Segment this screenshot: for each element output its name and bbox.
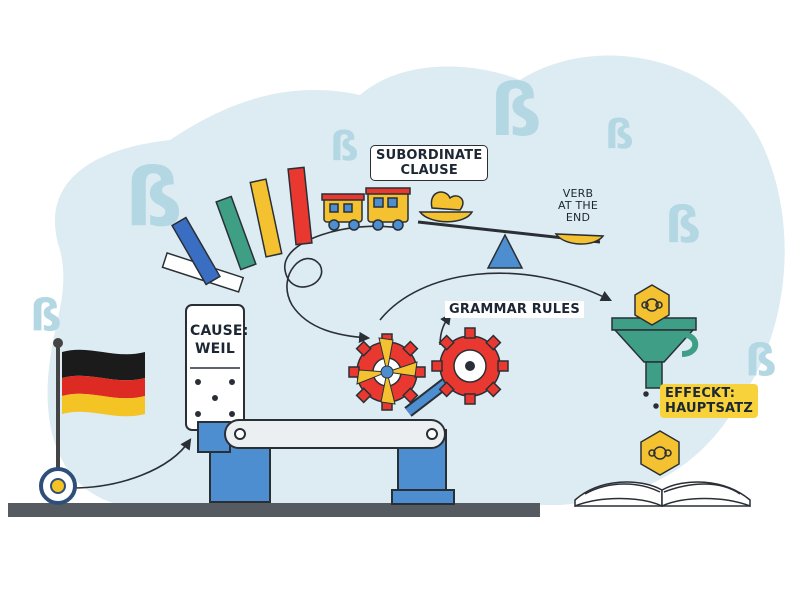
coin-icon (634, 284, 670, 326)
toy-train-icon (321, 187, 411, 231)
domino-card-icon (185, 304, 245, 431)
windmill-blades-icon (356, 337, 418, 405)
conveyor-machine-icon (197, 367, 464, 505)
bar-block-icon (215, 195, 257, 271)
subordinate-clause-label: SUBORDINATE CLAUSE (370, 145, 489, 181)
eszett-symbols: ß ß ß ß ß ß ß (30, 68, 777, 386)
eszett-symbol: ß (605, 112, 634, 158)
eszett-symbol: ß (330, 124, 359, 170)
bar-block-icon (249, 178, 283, 258)
arrow-to-funnel (379, 272, 613, 321)
effect-line1: EFFECKT: (665, 386, 736, 401)
gear-icon (431, 327, 509, 405)
eszett-symbol: ß (665, 196, 701, 254)
gears (348, 327, 509, 411)
verb-at-end-line3: END (565, 211, 591, 224)
verb-at-end-label: VERB AT THE END (558, 188, 598, 224)
open-book-icon (574, 481, 751, 508)
funnel-icon (611, 317, 699, 409)
ground-line (8, 503, 540, 517)
effect-label: EFFECKT: HAUPTSATZ (660, 384, 759, 418)
cause-card-line1: CAUSE: (190, 323, 249, 339)
gear-icon (348, 333, 426, 411)
eszett-symbol: ß (490, 68, 542, 152)
coin-icon (640, 430, 680, 476)
effect-line2: HAUPTSATZ (665, 401, 754, 416)
german-flag-icon (39, 338, 145, 505)
verb-at-end-line2: AT THE (558, 199, 599, 212)
verb-at-end-line1: VERB (562, 187, 594, 200)
falling-bars (161, 166, 313, 293)
cause-card-line2: WEIL (195, 341, 235, 357)
seesaw-icon (417, 191, 605, 269)
cause-card-label: CAUSE: WEIL (190, 322, 249, 358)
arrow-flag-to-card (71, 438, 192, 489)
subordinate-clause-line1: SUBORDINATE (376, 148, 483, 163)
eszett-symbol: ß (30, 290, 62, 341)
grammar-rules-label: GRAMMAR RULES (445, 301, 584, 318)
bar-block-icon (171, 216, 221, 286)
subordinate-clause-line2: CLAUSE (400, 163, 458, 178)
eszett-symbol: ß (745, 335, 777, 386)
bar-block-icon (287, 166, 313, 246)
